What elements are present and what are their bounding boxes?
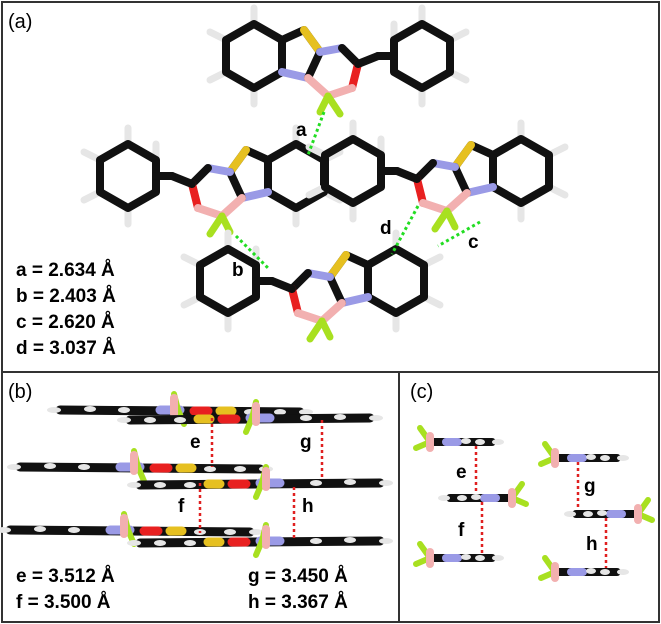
measurement-d: d = 3.037 Å [16, 338, 116, 359]
measurement-a: a = 2.634 Å [16, 260, 115, 281]
stack-b-molecules [0, 394, 393, 555]
measurement-g: g = 3.450 Å [248, 566, 348, 587]
contact-c-line [437, 220, 481, 248]
contact-c-label: c [468, 232, 479, 253]
contact-f-label: f [178, 496, 185, 517]
panel-b-measurements: e = 3.512 Å f = 3.500 Å g = 3.450 Å h = … [16, 566, 348, 613]
measurement-b: b = 2.403 Å [16, 286, 116, 307]
measurement-e: e = 3.512 Å [16, 566, 115, 587]
contact-a-label: a [296, 120, 307, 141]
panel-b-label: (b) [8, 381, 32, 403]
panel-a-measurements: a = 2.634 Å b = 2.403 Å c = 2.620 Å d = … [16, 260, 116, 359]
contact-d-label: d [380, 218, 392, 239]
contact-f-label-c: f [458, 520, 465, 541]
molecule-top [210, 8, 466, 114]
measurement-f: f = 3.500 Å [16, 592, 111, 613]
contact-h-label: h [302, 496, 314, 517]
contact-e-label-c: e [456, 462, 467, 483]
panel-c-label: (c) [410, 381, 433, 403]
measurement-h: h = 3.367 Å [248, 592, 348, 613]
contact-b-label: b [232, 260, 244, 281]
contact-e-label: e [190, 432, 201, 453]
molecule-left [84, 128, 340, 234]
molecule-bottom [184, 233, 440, 339]
measurement-c: c = 2.620 Å [16, 312, 115, 333]
contact-g-label-c: g [584, 476, 596, 497]
contact-g-label: g [300, 432, 312, 453]
panel-a-label: (a) [8, 11, 32, 33]
molecule-right [309, 123, 565, 229]
panel-c-frame [398, 371, 660, 623]
contact-a-line [306, 111, 326, 156]
stack-c-molecules [416, 428, 652, 578]
contact-h-label-c: h [586, 534, 598, 555]
contact-b-line [234, 234, 270, 270]
